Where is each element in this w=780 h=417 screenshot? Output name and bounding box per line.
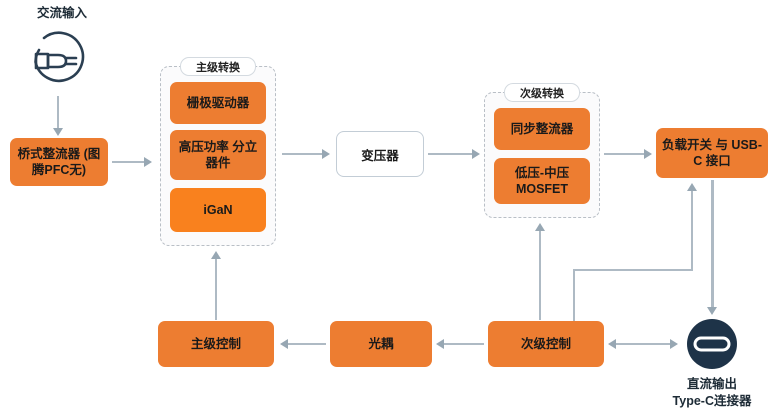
connector-secondary-control-elbow-vert-right [691,190,693,271]
connector-opto-to-primary-control [288,343,326,345]
arrowhead-primary-to-transformer [322,149,330,159]
ac-input-label: 交流输入 [36,6,87,20]
node-optocoupler[interactable]: 光耦 [330,321,432,367]
connector-secondary-control-elbow-vert-left [573,269,575,321]
connector-secondary-control-elbow-horiz [573,269,693,271]
arrowhead-rectifier-to-primary [144,157,152,167]
node-secondary-control[interactable]: 次级控制 [488,321,604,367]
arrowhead-transformer-to-secondary [472,149,480,159]
node-transformer[interactable]: 变压器 [336,131,424,177]
arrowhead-opto-to-primary-control [280,339,288,349]
connector-secondary-to-loadswitch [604,153,646,155]
arrowhead-typec-to-secondary-control [608,339,616,349]
arrowhead-secondary-to-loadswitch [644,149,652,159]
ac-plug-icon [26,28,90,90]
connector-transformer-to-secondary [428,153,474,155]
connector-secondary-control-to-opto [444,343,484,345]
group-label-primary-conversion: 主级转换 [180,57,256,76]
arrowhead-secondary-control-to-loadswitch [687,183,697,191]
connector-secondary-control-up [539,230,541,320]
node-hv-power-discrete[interactable]: 高压功率 分立器件 [170,130,266,180]
arrowhead-plug-to-rectifier [53,128,63,136]
node-gate-driver[interactable]: 栅极驱动器 [170,82,266,124]
connector-plug-to-rectifier [57,96,59,130]
arrowhead-secondary-control-to-typec [670,339,678,349]
usb-c-connector-icon [686,318,738,370]
node-bridge-rectifier[interactable]: 桥式整流器 (图腾PFC无) [10,138,108,186]
node-igan[interactable]: iGaN [170,188,266,232]
connector-secondary-control-to-typec [616,343,672,345]
connector-primary-to-transformer [282,153,324,155]
arrowhead-secondary-control-to-opto [436,339,444,349]
arrowhead-secondary-control-up [535,223,545,231]
arrowhead-primary-control-up [211,251,221,259]
node-primary-control[interactable]: 主级控制 [158,321,274,367]
node-lv-mv-mosfet[interactable]: 低压-中压 MOSFET [494,158,590,204]
connector-loadswitch-to-typec [711,180,714,310]
node-sync-rectifier[interactable]: 同步整流器 [494,108,590,150]
connector-rectifier-to-primary [112,161,146,163]
dc-output-caption: 直流输出 Type-C连接器 [672,377,752,408]
connector-primary-control-up [215,258,217,320]
arrowhead-loadswitch-to-typec [707,307,717,315]
group-label-secondary-conversion: 次级转换 [504,83,580,102]
node-load-switch-usbc[interactable]: 负载开关 与 USB-C 接口 [656,128,768,178]
